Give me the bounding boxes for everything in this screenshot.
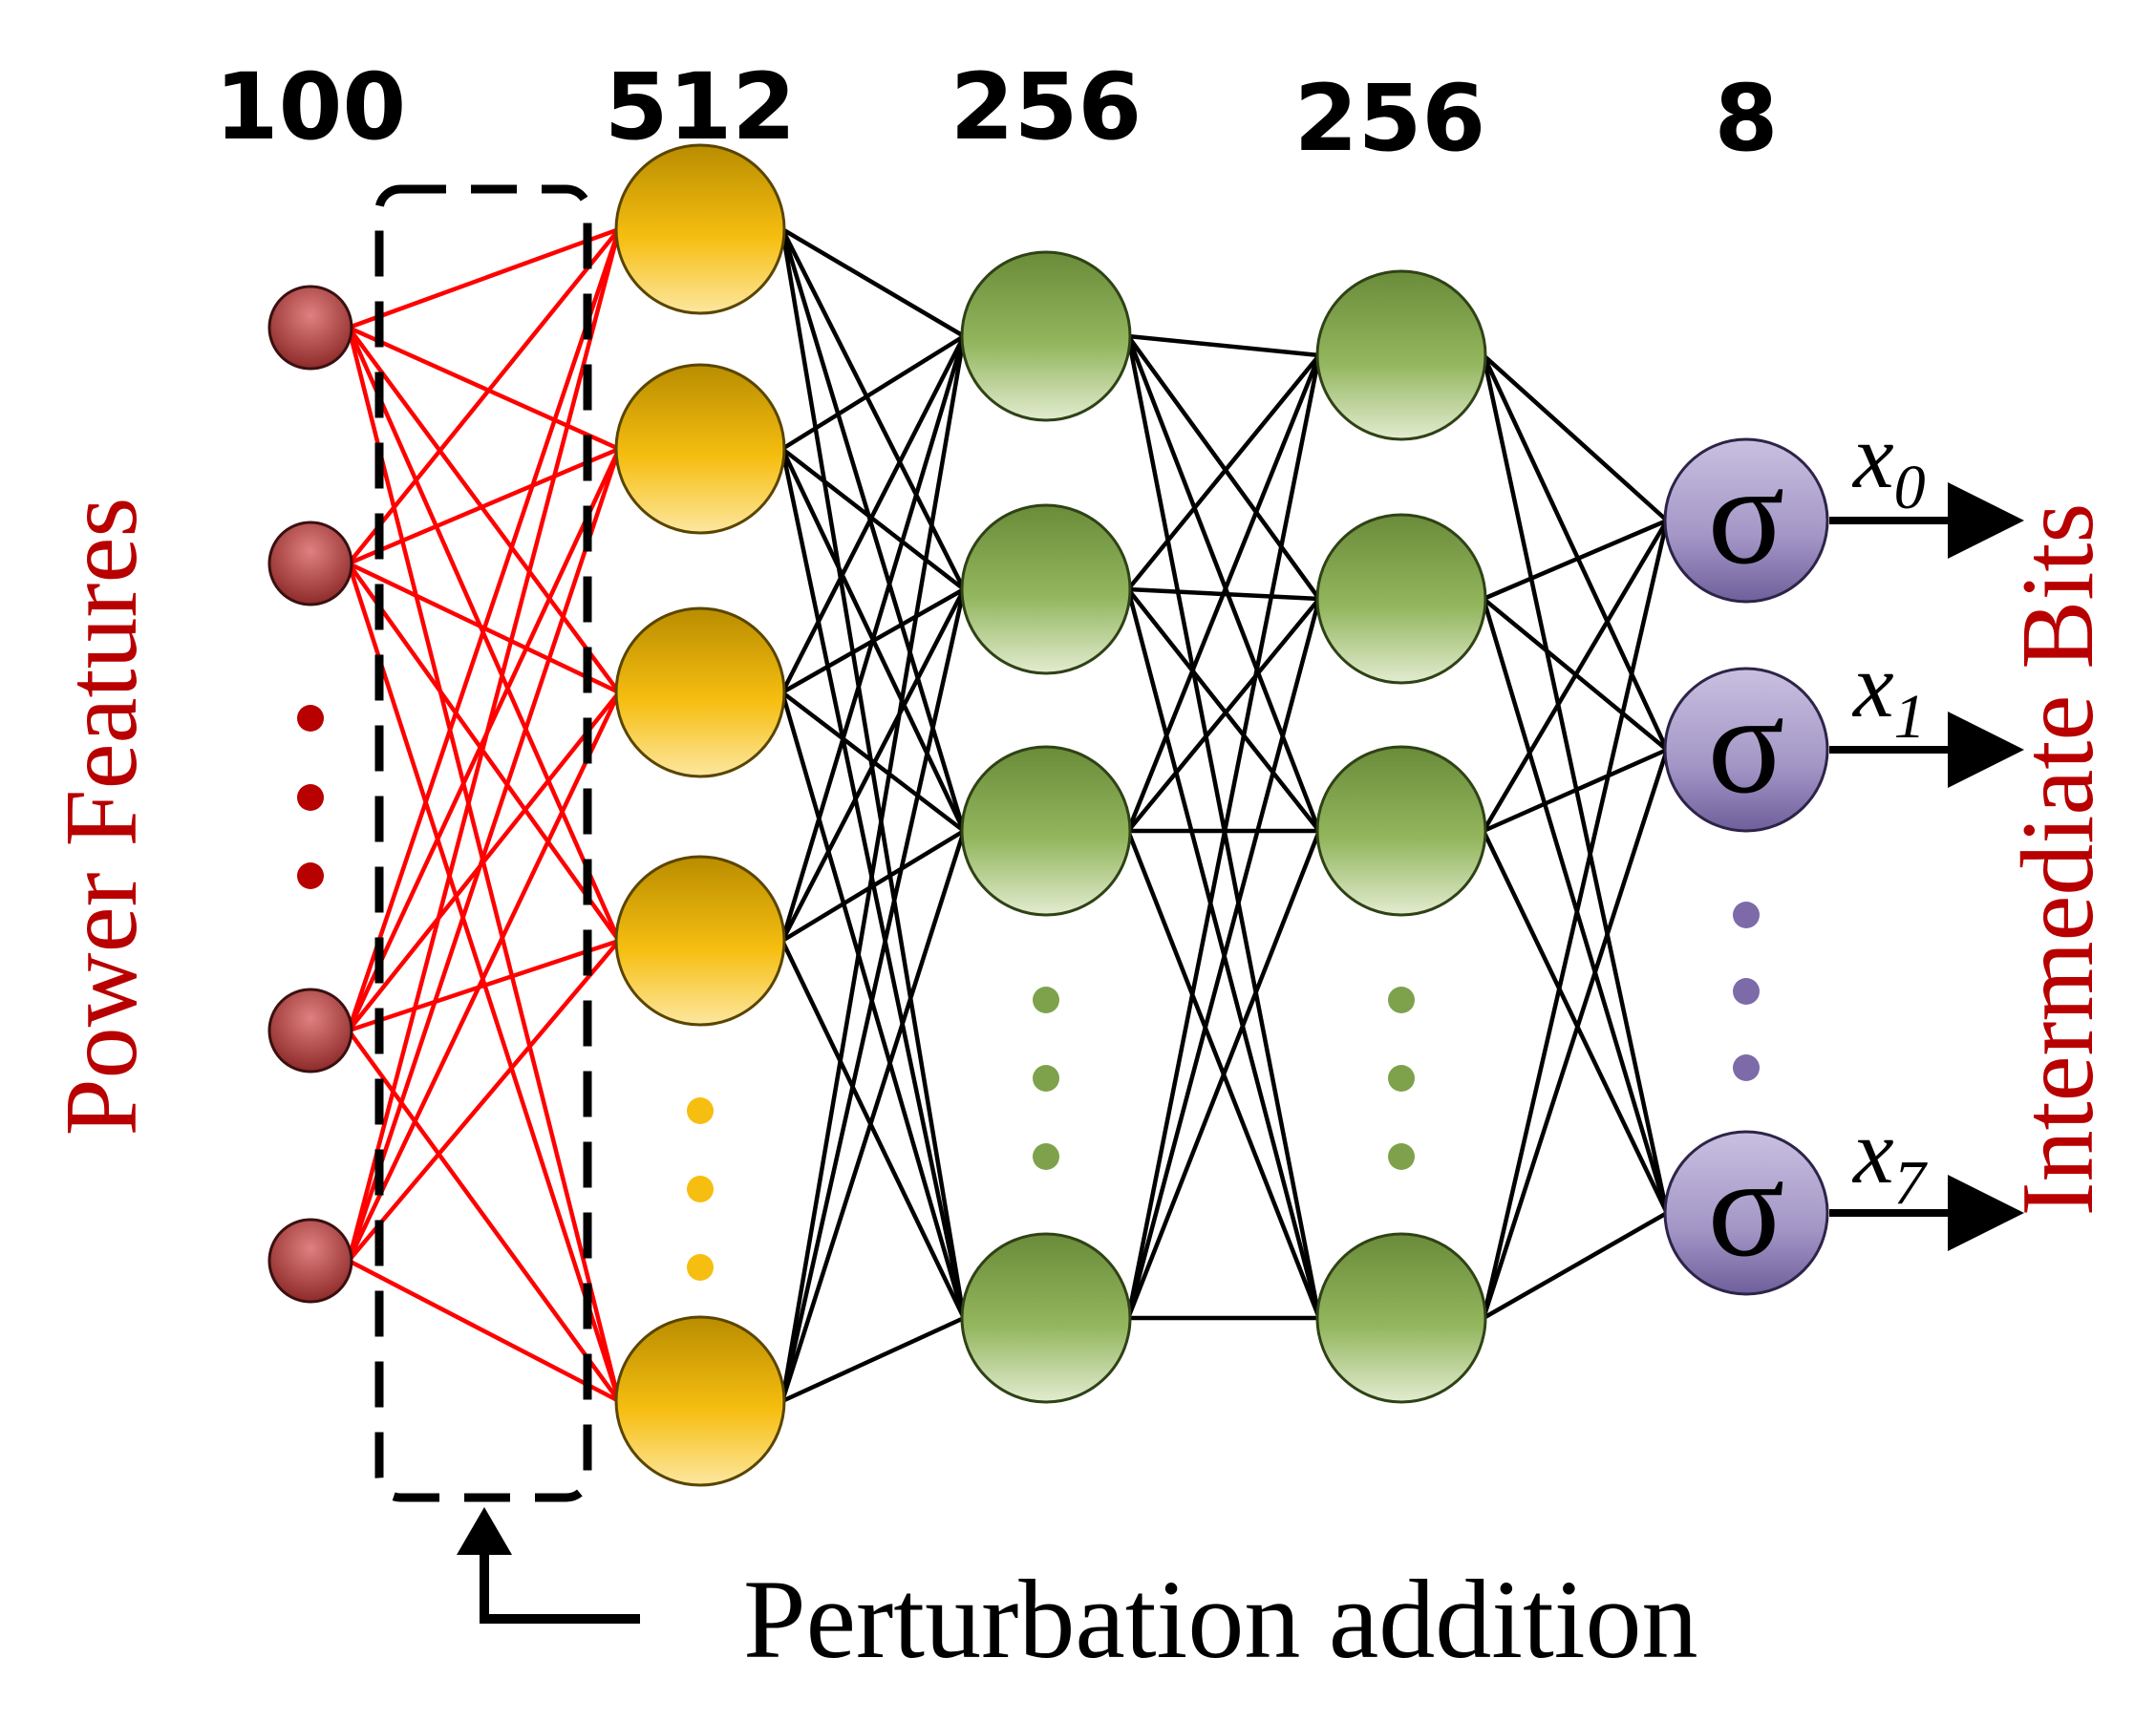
input-node-1: [267, 521, 353, 606]
hidden1-ellipsis: [687, 1097, 714, 1281]
output-node-2: [1663, 1130, 1829, 1296]
hidden3-node-2: [1315, 745, 1487, 917]
layer-count-input: 100: [215, 53, 406, 160]
edge-hidden1-2-hidden2-0: [779, 334, 967, 694]
edge-input-2-hidden1-0: [346, 228, 622, 1031]
edge-hidden2-1-hidden3-0: [1126, 353, 1321, 591]
edge-input-0-hidden1-2: [347, 326, 621, 694]
hidden1-node-2: [614, 606, 786, 778]
edge-hidden2-0-hidden3-1: [1126, 334, 1321, 601]
hidden1-node-0: [614, 143, 786, 315]
output-label: Intermediate Bits: [2001, 503, 2115, 1217]
layer-count-hidden3: 256: [1294, 65, 1485, 172]
hidden2-node-2: [960, 745, 1132, 917]
perturbation-pointer-arrow: [480, 1533, 640, 1624]
layer-count-hidden1: 512: [605, 53, 796, 160]
input-node-2: [267, 988, 353, 1074]
input-node-3: [267, 1218, 353, 1304]
output-ellipsis: [1733, 902, 1760, 1081]
edge-input-3-hidden1-2: [346, 691, 622, 1262]
edge-input-3-hidden1-0: [346, 228, 622, 1262]
edge-hidden1-3-hidden2-0: [779, 335, 967, 942]
sigma-activation-label: σ: [1708, 1128, 1785, 1286]
sigma-activation-label: σ: [1708, 436, 1785, 594]
edge-input-3-hidden1-1: [346, 448, 622, 1262]
hidden2-node-0: [960, 250, 1132, 422]
hidden-layer-edges: [779, 227, 1670, 1404]
edge-hidden1-3-hidden2-2: [780, 829, 966, 943]
edge-hidden3-0-output-2: [1481, 354, 1670, 1214]
edge-hidden1-4-hidden2-1: [779, 588, 967, 1402]
perturbation-region-box: [374, 184, 592, 1502]
output-x1-label: x1: [1851, 634, 1926, 752]
edge-hidden2-1-hidden3-2: [1126, 587, 1321, 833]
edge-hidden2-3-hidden3-2: [1125, 830, 1322, 1319]
edge-input-2-hidden1-3: [348, 938, 620, 1033]
hidden3-node-0: [1315, 269, 1487, 441]
edge-input-1-hidden1-0: [347, 227, 621, 565]
edge-hidden3-3-output-1: [1481, 749, 1670, 1319]
perturbation-pointer-arrowhead: [457, 1507, 512, 1555]
edge-input-1-hidden1-4: [346, 563, 622, 1402]
edge-hidden3-0-output-1: [1481, 354, 1670, 751]
network-nodes: σσσ: [267, 143, 1829, 1487]
edge-hidden2-0-hidden3-2: [1125, 335, 1322, 832]
input-ellipsis: [297, 705, 324, 889]
edge-hidden3-0-output-0: [1482, 353, 1669, 522]
edge-hidden1-4-hidden2-0: [779, 335, 967, 1402]
edge-hidden2-2-hidden3-0: [1125, 354, 1322, 832]
output-node-1: [1663, 667, 1829, 833]
edge-hidden1-1-hidden2-0: [780, 334, 966, 451]
hidden1-node-1: [614, 363, 786, 535]
edge-hidden3-1-output-0: [1483, 518, 1668, 602]
edge-input-3-hidden1-4: [347, 1259, 621, 1403]
hidden3-ellipsis: [1388, 987, 1415, 1170]
edge-hidden2-2-hidden3-1: [1126, 597, 1321, 833]
perturbation-caption: Perturbation addition: [743, 1557, 1698, 1682]
edge-hidden1-0-hidden2-3: [779, 228, 967, 1319]
hidden1-node-3: [614, 855, 786, 1027]
edge-hidden1-2-hidden2-3: [779, 691, 967, 1319]
input-to-hidden1-edges: [346, 226, 622, 1403]
edge-hidden3-2-output-1: [1483, 747, 1668, 834]
edge-hidden1-0-hidden2-0: [780, 227, 966, 338]
edge-input-3-hidden1-3: [347, 939, 621, 1263]
input-label: Power Features: [45, 498, 159, 1137]
hidden2-ellipsis: [1033, 987, 1059, 1170]
edge-hidden1-4-hidden2-3: [781, 1315, 965, 1404]
edge-input-0-hidden1-1: [348, 325, 620, 452]
edge-input-1-hidden1-1: [348, 446, 620, 566]
hidden3-node-3: [1315, 1232, 1487, 1404]
layer-count-hidden2: 256: [950, 53, 1142, 160]
sigma-activation-label: σ: [1708, 665, 1785, 823]
output-node-0: [1663, 437, 1829, 604]
edge-hidden1-1-hidden2-1: [780, 447, 966, 591]
hidden2-node-3: [960, 1232, 1132, 1404]
edge-hidden2-0-hidden3-0: [1127, 333, 1320, 358]
edge-hidden2-3-hidden3-0: [1125, 354, 1322, 1319]
edge-hidden1-3-hidden2-1: [780, 587, 966, 943]
edge-hidden1-3-hidden2-3: [779, 940, 967, 1319]
edge-hidden1-4-hidden2-2: [779, 830, 967, 1402]
hidden1-node-4: [614, 1315, 786, 1487]
edge-hidden1-0-hidden2-1: [779, 227, 967, 591]
edge-hidden3-1-output-2: [1481, 598, 1670, 1214]
hidden2-node-1: [960, 503, 1132, 675]
input-node-0: [267, 285, 353, 371]
edge-hidden2-3-hidden3-1: [1125, 598, 1322, 1319]
edge-hidden3-2-output-2: [1481, 830, 1670, 1214]
edge-hidden3-3-output-0: [1481, 520, 1670, 1319]
layer-count-output: 8: [1715, 65, 1779, 172]
edge-input-0-hidden1-0: [348, 226, 620, 330]
output-x0-label: x0: [1851, 405, 1926, 522]
output-x7-label: x7: [1851, 1100, 1929, 1218]
hidden3-node-1: [1315, 513, 1487, 685]
edge-hidden3-3-output-2: [1482, 1211, 1669, 1320]
edge-hidden3-2-output-0: [1482, 519, 1669, 833]
